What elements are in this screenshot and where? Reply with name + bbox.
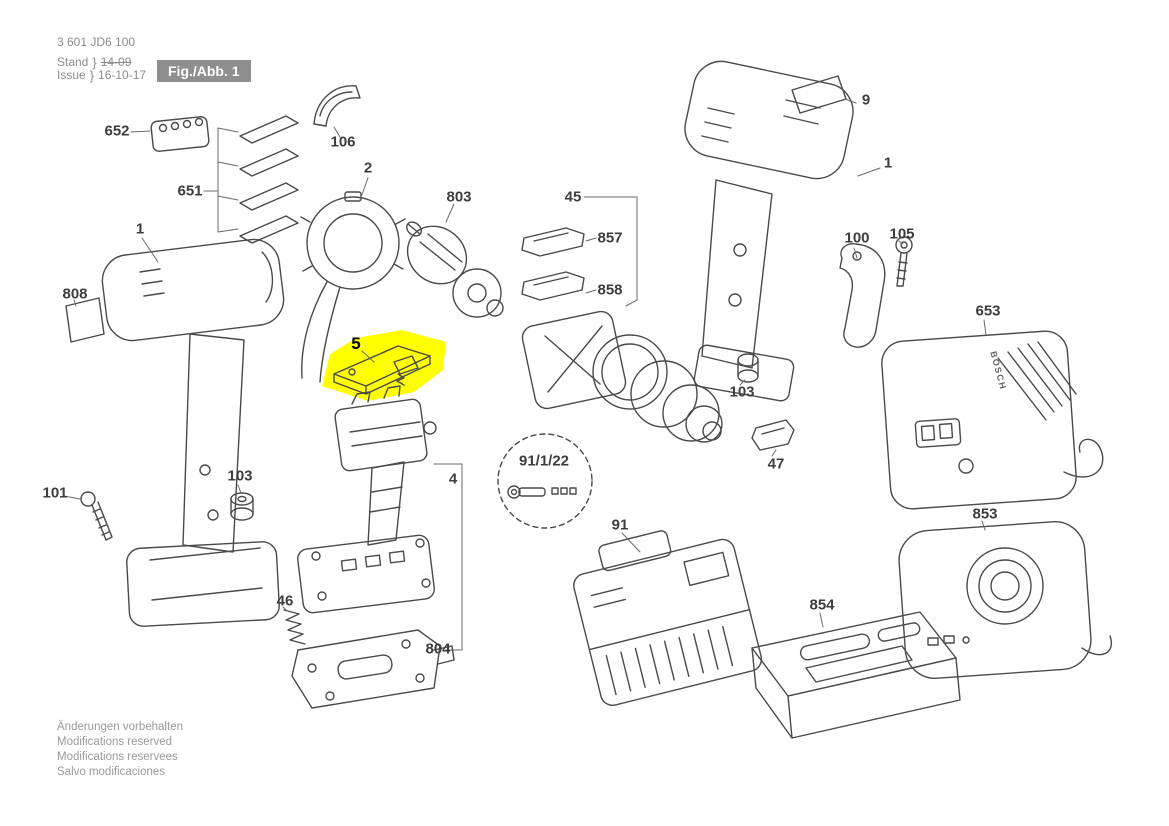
part-drawing-adapter-854 (751, 611, 961, 739)
footer-line-de: Änderungen vorbehalten (57, 721, 183, 733)
part-drawing-housing-left (101, 238, 285, 627)
part-label-9[interactable]: 9 (861, 91, 871, 109)
part-drawing-screw-101 (80, 491, 113, 541)
issue-row: Issue } 16-10-17 (57, 68, 147, 83)
part-label-103-right[interactable]: 103 (729, 383, 755, 401)
highlight-part-5[interactable] (322, 330, 446, 401)
part-drawing-pin-103-right (737, 353, 759, 383)
part-label-91-1-22[interactable]: 91/1/22 (518, 452, 570, 470)
figure-badge: Fig./Abb. 1 (157, 60, 251, 82)
part-label-91[interactable]: 91 (611, 516, 629, 534)
part-label-652[interactable]: 652 (104, 122, 130, 140)
part-label-46[interactable]: 46 (276, 592, 294, 610)
part-drawing-label-plate-808 (65, 297, 105, 343)
leader-lines (63, 98, 987, 628)
part-label-854[interactable]: 854 (809, 596, 835, 614)
part-label-103-left[interactable]: 103 (227, 467, 253, 485)
part-label-853[interactable]: 853 (972, 505, 998, 523)
part-drawing-beltclip-100 (839, 243, 886, 348)
part-drawing-clip-858 (521, 271, 585, 301)
part-label-857[interactable]: 857 (597, 229, 623, 247)
part-drawing-spring-46 (283, 609, 306, 645)
header-block: 3 601 JD6 100 Stand } 14-09 Issue } 16-1… (57, 35, 147, 83)
part-label-47[interactable]: 47 (767, 455, 785, 473)
part-label-804[interactable]: 804 (425, 640, 451, 658)
stand-value: 14-09 (100, 55, 132, 69)
part-drawing-contact-652 (150, 116, 210, 152)
part-drawing-electronics-4 (297, 385, 437, 614)
part-label-803[interactable]: 803 (446, 188, 472, 206)
part-label-651[interactable]: 651 (177, 182, 203, 200)
part-drawing-stator-2 (300, 191, 406, 383)
part-drawing-armature-803 (406, 221, 504, 318)
bracket-4 (433, 463, 463, 651)
part-drawing-clip-857 (521, 227, 585, 257)
issue-label: Issue (57, 68, 86, 82)
line-art (63, 60, 1113, 739)
doc-number: 3 601 JD6 100 (57, 35, 136, 49)
part-drawing-sticker-9 (791, 75, 847, 114)
part-drawing-screw-105 (895, 236, 913, 287)
part-label-808[interactable]: 808 (62, 285, 88, 303)
stand-brace: } (92, 55, 97, 70)
part-label-4[interactable]: 4 (448, 470, 458, 488)
stand-label: Stand (57, 55, 89, 69)
part-drawing-battery-91 (573, 530, 763, 706)
part-drawing-cover-106 (313, 85, 361, 127)
part-label-101[interactable]: 101 (42, 484, 68, 502)
stand-row: Stand } 14-09 (57, 55, 146, 70)
issue-value: 16-10-17 (98, 68, 147, 82)
part-drawing-charger-853 (898, 521, 1113, 679)
part-label-653[interactable]: 653 (975, 302, 1001, 320)
part-drawing-housing-right (684, 60, 854, 402)
issue-brace: } (89, 68, 95, 83)
footer-notes: Änderungen vorbehalten Modifications res… (57, 720, 183, 780)
part-label-1-left[interactable]: 1 (135, 220, 145, 238)
part-label-858[interactable]: 858 (597, 281, 623, 299)
part-drawing-pin-103-left (230, 492, 254, 521)
part-drawing-gearbox-45 (521, 310, 723, 443)
footer-line-es: Salvo modificaciones (57, 766, 166, 778)
part-drawing-clips-651 (239, 115, 299, 244)
part-label-100[interactable]: 100 (844, 229, 870, 247)
part-label-105[interactable]: 105 (889, 225, 915, 243)
footer-line-en: Modifications reserved (57, 736, 173, 748)
part-label-45[interactable]: 45 (564, 188, 582, 206)
bracket-45 (583, 196, 638, 307)
part-label-106[interactable]: 106 (330, 133, 356, 151)
footer-line-fr: Modifications reservees (57, 751, 178, 763)
part-drawing-switch-5 (333, 345, 431, 395)
part-drawing-clip-47 (751, 419, 795, 451)
part-label-2[interactable]: 2 (363, 159, 373, 177)
detail-circle-91-1-22 (497, 433, 593, 529)
part-drawing-plate-804 (291, 629, 455, 709)
part-label-1-right[interactable]: 1 (883, 154, 893, 172)
part-drawing-charger-653 (881, 330, 1104, 510)
part-label-5[interactable]: 5 (351, 334, 361, 353)
